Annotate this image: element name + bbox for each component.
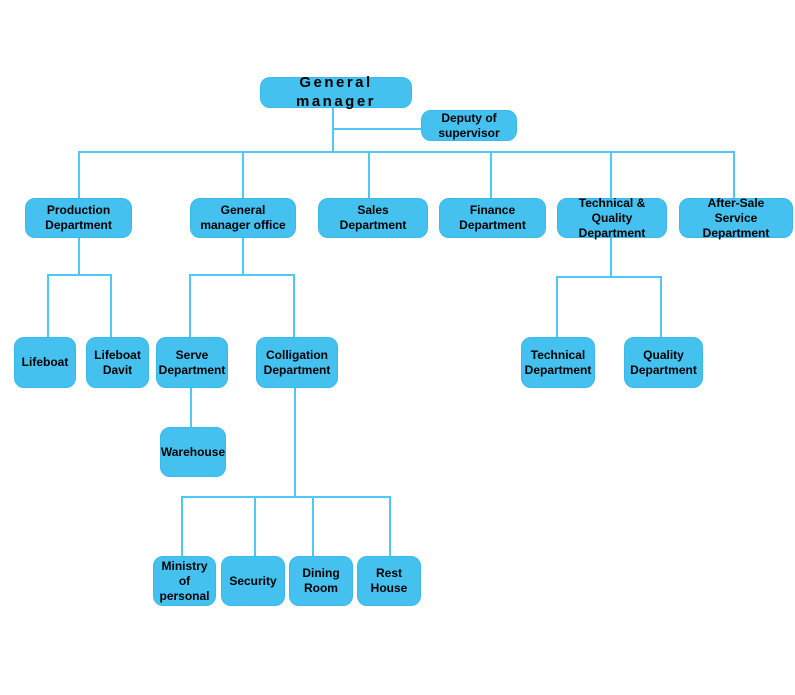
node-lifeboat-label: Lifeboat [21,355,69,369]
node-dining-room-label: Dining Room [302,566,340,595]
node-finance-department-label: Finance Department [459,203,526,232]
connector-drop-finance [490,151,492,198]
node-deputy-of-supervisor-label: Deputy of supervisor [438,110,500,140]
connector-drop-tech-quality [610,151,612,198]
node-serve-department: Serve Department [156,337,228,388]
node-security: Security [221,556,285,606]
connector-production-rail [47,274,112,276]
node-lifeboat: Lifeboat [14,337,76,388]
node-technical-quality-department: Technical & Quality Department [557,196,667,240]
connector-drop-technical [556,276,558,337]
node-technical-quality-department-label: Technical & Quality Department [578,195,646,240]
node-finance-department: Finance Department [439,198,546,238]
connector-drop-gm-office [242,151,244,198]
node-general-manager-office: General manager office [190,198,296,238]
connector-drop-production [78,151,80,198]
connector-drop-ministry [181,496,183,556]
connector-gm-office-stem [242,238,244,276]
connector-gm-to-deputy [333,128,421,130]
node-security-label: Security [229,573,277,588]
node-lifeboat-davit: Lifeboat Davit [86,337,149,388]
node-warehouse: Warehouse [160,427,226,477]
connector-gm-office-rail [189,274,295,276]
connector-gm-stem [332,108,334,152]
node-deputy-of-supervisor: Deputy of supervisor [421,110,517,141]
connector-drop-serve [189,274,191,337]
connector-level2-rail [78,151,735,153]
node-ministry-of-personal-label: Ministry of personal [159,558,210,603]
node-quality-department-label: Quality Department [630,347,697,377]
node-sales-department: Sales Department [318,198,428,238]
node-colligation-department: Colligation Department [256,337,338,388]
connector-drop-lifeboat [47,274,49,337]
node-ministry-of-personal: Ministry of personal [153,556,216,606]
node-sales-department-label: Sales Department [339,203,407,232]
node-colligation-department-label: Colligation Department [263,347,331,377]
node-serve-department-label: Serve Department [158,347,226,377]
connector-production-stem [78,238,80,276]
node-quality-department: Quality Department [624,337,703,388]
connector-drop-after-sale [733,151,735,198]
connector-drop-quality [660,276,662,337]
node-general-manager: General manager [260,74,412,110]
connector-serve-to-warehouse [190,388,192,427]
connector-drop-dining-room [312,496,314,556]
node-production-department-label: Production Department [45,203,112,232]
node-technical-department: Technical Department [521,337,595,388]
node-production-department: Production Department [25,198,132,238]
node-general-manager-label: General manager [295,73,377,110]
connector-drop-colligation [293,274,295,337]
connector-drop-security [254,496,256,556]
node-technical-department-label: Technical Department [524,347,592,377]
connector-tech-quality-stem [610,238,612,278]
connector-colligation-stem [294,388,296,498]
connector-drop-rest-house [389,496,391,556]
node-rest-house: Rest House [357,556,421,606]
node-after-sale-service-department: After-Sale Service Department [679,196,793,240]
connector-drop-sales [368,151,370,198]
node-dining-room: Dining Room [289,556,353,606]
node-lifeboat-davit-label: Lifeboat Davit [94,347,141,377]
connector-drop-lifeboat-davit [110,274,112,337]
node-general-manager-office-label: General manager office [200,203,286,232]
node-warehouse-label: Warehouse [160,444,226,459]
node-after-sale-service-department-label: After-Sale Service Department [702,195,770,240]
connector-tech-quality-rail [556,276,662,278]
connector-colligation-rail [181,496,391,498]
node-rest-house-label: Rest House [370,566,408,595]
